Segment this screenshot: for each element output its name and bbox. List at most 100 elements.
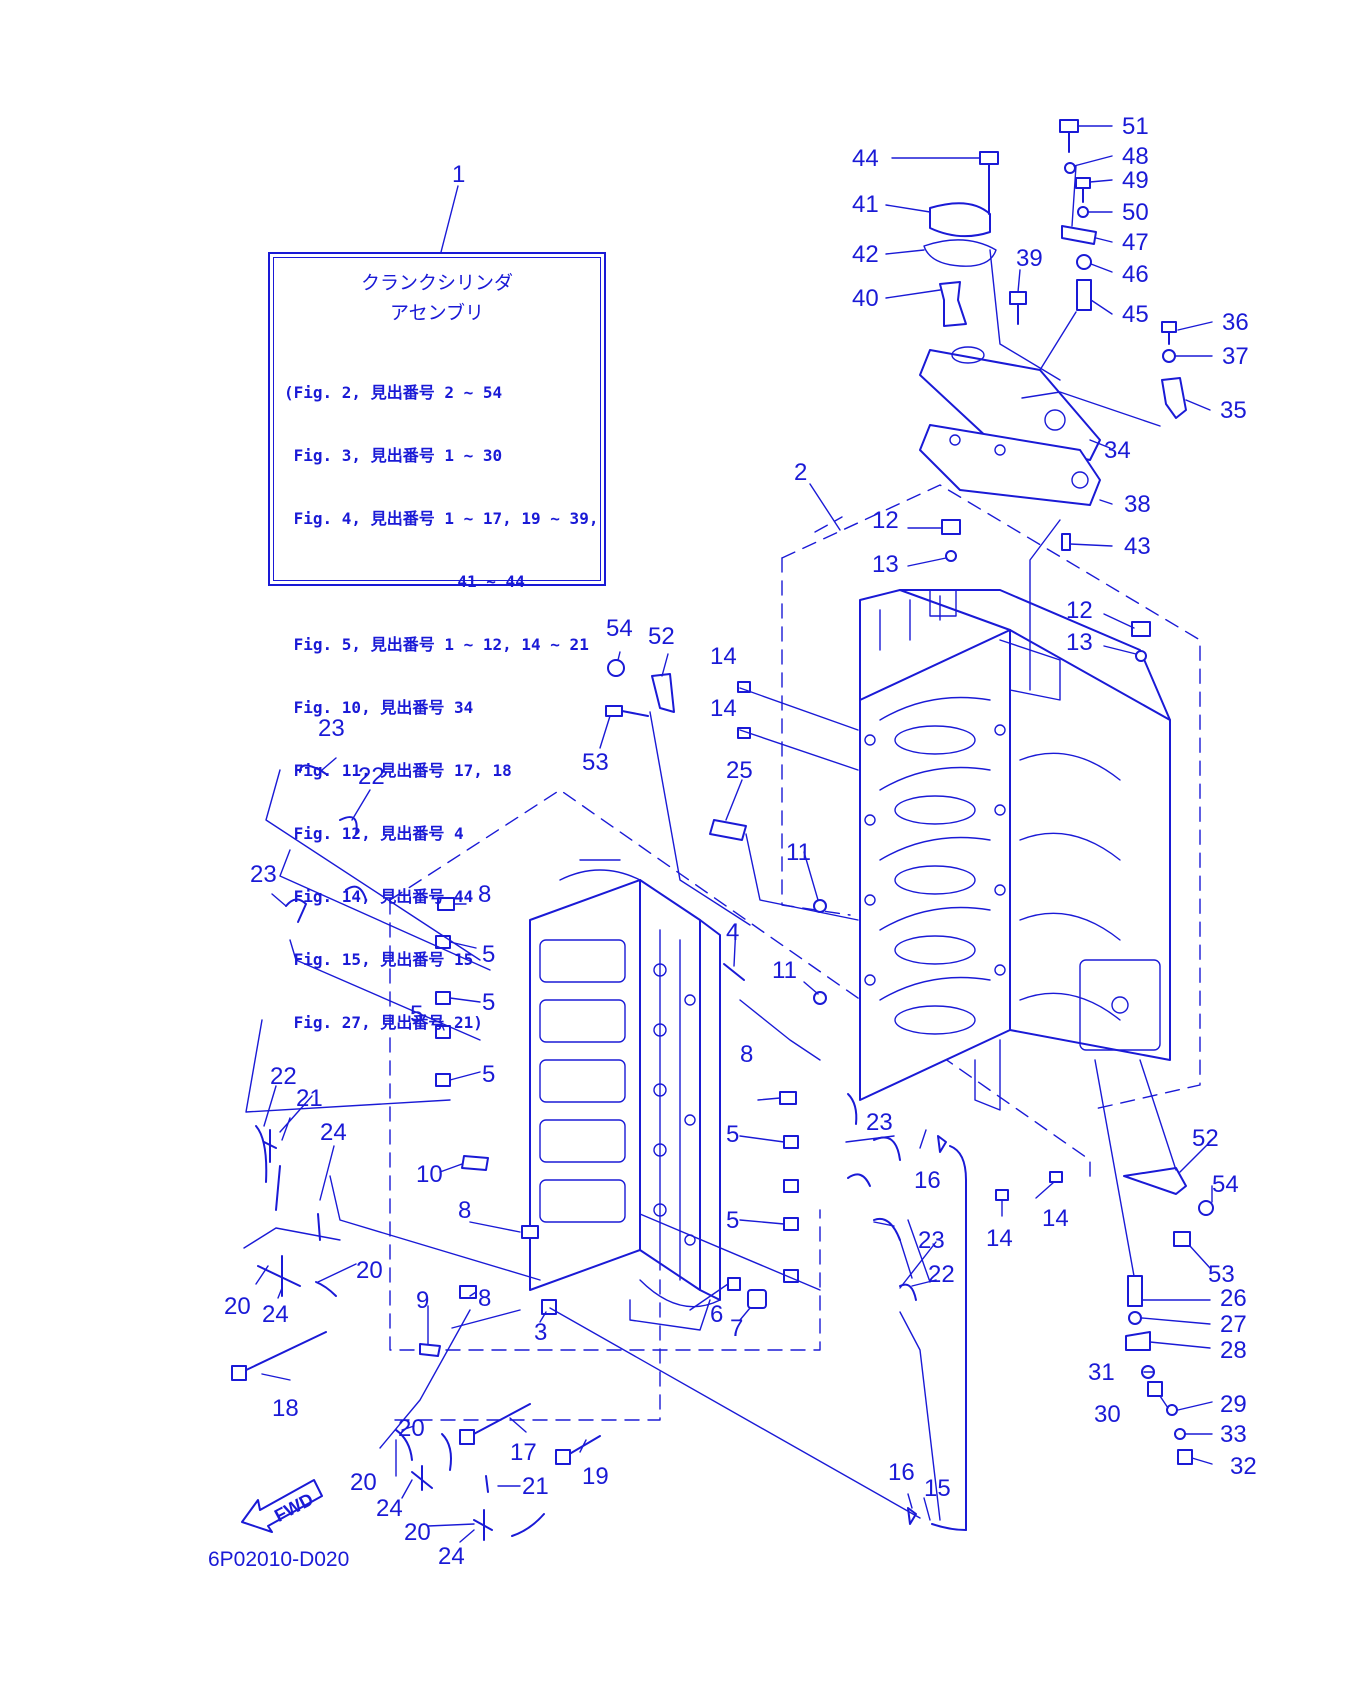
callout-5b: 5 bbox=[482, 989, 495, 1016]
callout-31: 31 bbox=[1088, 1359, 1115, 1386]
callout-22b: 22 bbox=[928, 1261, 955, 1288]
callout-49: 49 bbox=[1122, 167, 1149, 194]
callout-16a: 16 bbox=[914, 1167, 941, 1194]
callout-5c: 5 bbox=[410, 1001, 423, 1028]
callout-5d: 5 bbox=[482, 1061, 495, 1088]
callout-52a: 52 bbox=[648, 623, 675, 650]
callout-53b: 53 bbox=[1208, 1261, 1235, 1288]
callout-43: 43 bbox=[1124, 533, 1151, 560]
callout-33: 33 bbox=[1220, 1421, 1247, 1448]
callout-16b: 16 bbox=[888, 1459, 915, 1486]
callout-2: 2 bbox=[794, 459, 807, 486]
callout-24b: 24 bbox=[262, 1301, 289, 1328]
legend-refs: (Fig. 2, 見出番号 2 ~ 54 Fig. 3, 見出番号 1 ~ 30… bbox=[284, 340, 598, 1075]
callout-5e: 5 bbox=[726, 1121, 739, 1148]
callout-52b: 52 bbox=[1192, 1125, 1219, 1152]
callout-14a: 14 bbox=[710, 643, 737, 670]
callout-47: 47 bbox=[1122, 229, 1149, 256]
callout-13a: 13 bbox=[872, 551, 899, 578]
callout-20e: 20 bbox=[404, 1519, 431, 1546]
callout-3: 3 bbox=[534, 1319, 547, 1346]
top-cover bbox=[919, 119, 1187, 551]
legend-ref: Fig. 11, 見出番号 17, 18 bbox=[284, 761, 512, 780]
callout-6: 6 bbox=[710, 1301, 723, 1328]
callout-20d: 20 bbox=[350, 1469, 377, 1496]
callout-32: 32 bbox=[1230, 1453, 1257, 1480]
callout-23d: 23 bbox=[918, 1227, 945, 1254]
callout-9: 9 bbox=[416, 1287, 429, 1314]
callout-26: 26 bbox=[1220, 1285, 1247, 1312]
legend-ref: Fig. 14, 見出番号 44 bbox=[284, 887, 474, 906]
callout-40: 40 bbox=[852, 285, 879, 312]
callout-22c: 22 bbox=[358, 763, 385, 790]
callout-11b: 11 bbox=[772, 957, 797, 984]
callout-4: 4 bbox=[726, 919, 739, 946]
callout-1: 1 bbox=[452, 161, 465, 188]
callout-41: 41 bbox=[852, 191, 879, 218]
legend-ref: Fig. 4, 見出番号 1 ~ 17, 19 ~ 39, bbox=[284, 509, 599, 528]
callout-23b: 23 bbox=[250, 861, 277, 888]
legend-ref: Fig. 12, 見出番号 4 bbox=[284, 824, 464, 843]
callout-23a: 23 bbox=[318, 715, 345, 742]
callout-7: 7 bbox=[730, 1315, 743, 1342]
callout-20a: 20 bbox=[224, 1293, 251, 1320]
legend-title-line1: クランクシリンダ bbox=[360, 272, 513, 294]
callout-22a: 22 bbox=[270, 1063, 297, 1090]
cylinder-block bbox=[859, 589, 1171, 1111]
callout-17: 17 bbox=[510, 1439, 537, 1466]
callout-50: 50 bbox=[1122, 199, 1149, 226]
diagram-code: 6P02010-D020 bbox=[208, 1548, 350, 1571]
fwd-arrow-icon: FWD bbox=[241, 1479, 323, 1533]
callout-12a: 12 bbox=[872, 507, 899, 534]
callout-45: 45 bbox=[1122, 301, 1149, 328]
callout-11a: 11 bbox=[786, 839, 811, 866]
callout-36: 36 bbox=[1222, 309, 1249, 336]
callout-15: 15 bbox=[924, 1475, 951, 1502]
legend-ref: Fig. 27, 見出番号 21) bbox=[284, 1013, 483, 1032]
callout-19: 19 bbox=[582, 1463, 609, 1490]
callout-35: 35 bbox=[1220, 397, 1247, 424]
callout-27: 27 bbox=[1220, 1311, 1247, 1338]
callout-54b: 54 bbox=[1212, 1171, 1239, 1198]
legend-ref: Fig. 15, 見出番号 15 bbox=[284, 950, 474, 969]
legend-box: クランクシリンダ アセンブリ (Fig. 2, 見出番号 2 ~ 54 Fig.… bbox=[268, 252, 606, 1032]
legend-title-line2: アセンブリ bbox=[389, 302, 485, 324]
callout-28: 28 bbox=[1220, 1337, 1247, 1364]
callout-numbers: 1 2 3 4 5 5 5 5 5 5 5 6 7 8 8 8 8 9 10 1… bbox=[224, 113, 1257, 1570]
callout-24c: 24 bbox=[376, 1495, 403, 1522]
callout-23c: 23 bbox=[866, 1109, 893, 1136]
callout-24a: 24 bbox=[320, 1119, 347, 1146]
callout-42: 42 bbox=[852, 241, 879, 268]
callout-14d: 14 bbox=[1042, 1205, 1069, 1232]
callout-13b: 13 bbox=[1066, 629, 1093, 656]
callout-8c: 8 bbox=[458, 1197, 471, 1224]
callout-39: 39 bbox=[1016, 245, 1043, 272]
callout-5f: 5 bbox=[726, 1207, 739, 1234]
callout-46: 46 bbox=[1122, 261, 1149, 288]
callout-8d: 8 bbox=[478, 1285, 491, 1312]
callout-20c: 20 bbox=[398, 1415, 425, 1442]
callout-8b: 8 bbox=[740, 1041, 753, 1068]
legend-ref: 41 ~ 44 bbox=[284, 572, 525, 591]
callout-8a: 8 bbox=[478, 881, 491, 908]
callout-30: 30 bbox=[1094, 1401, 1121, 1428]
callout-54a: 54 bbox=[606, 615, 633, 642]
callout-37: 37 bbox=[1222, 343, 1249, 370]
callout-20b: 20 bbox=[356, 1257, 383, 1284]
callout-25: 25 bbox=[726, 757, 753, 784]
callout-29: 29 bbox=[1220, 1391, 1247, 1418]
legend-ref: Fig. 5, 見出番号 1 ~ 12, 14 ~ 21 bbox=[284, 635, 589, 654]
callout-34: 34 bbox=[1104, 437, 1131, 464]
callout-14c: 14 bbox=[986, 1225, 1013, 1252]
callout-leaders bbox=[255, 125, 1213, 1543]
callout-38: 38 bbox=[1124, 491, 1151, 518]
small-parts bbox=[231, 249, 1214, 1541]
callout-10: 10 bbox=[416, 1161, 443, 1188]
callout-48: 48 bbox=[1122, 143, 1149, 170]
callout-14b: 14 bbox=[710, 695, 737, 722]
callout-21a: 21 bbox=[296, 1085, 323, 1112]
callout-51: 51 bbox=[1122, 113, 1149, 140]
callout-53a: 53 bbox=[582, 749, 609, 776]
callout-18: 18 bbox=[272, 1395, 299, 1422]
